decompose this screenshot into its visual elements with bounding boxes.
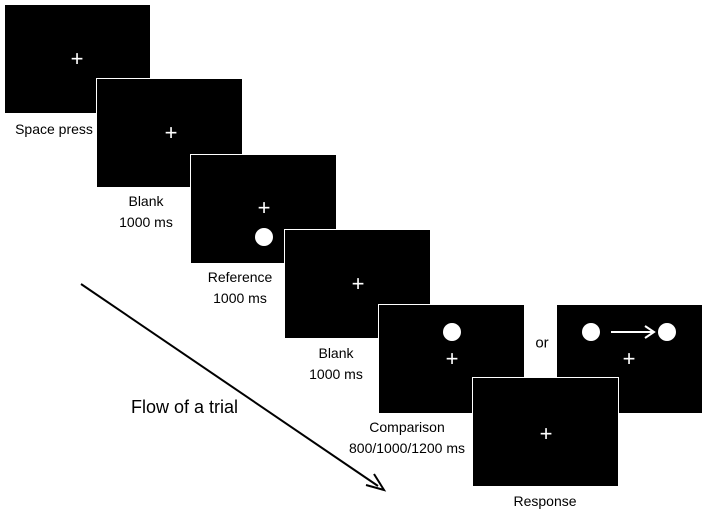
fixation-cross: + [257, 195, 271, 220]
or-label: or [535, 334, 549, 352]
caption-blank-1: Blank 1000 ms [119, 191, 173, 233]
caption-response: Response [513, 491, 576, 512]
caption-label: Space press [15, 121, 93, 137]
caption-label: Response [513, 493, 577, 509]
fixation-cross: + [70, 46, 84, 71]
fixation-cross: + [445, 346, 459, 371]
caption-duration: 800/1000/1200 ms [349, 440, 465, 456]
caption-reference: Reference 1000 ms [208, 267, 273, 309]
caption-label: Blank [128, 193, 164, 209]
caption-comparison: Comparison 800/1000/1200 ms [349, 417, 465, 459]
caption-blank-2: Blank 1000 ms [309, 343, 363, 385]
comparison-dot [443, 323, 461, 341]
caption-label: Reference [207, 269, 273, 285]
start-dot [582, 323, 600, 341]
frame-reference: + [191, 155, 336, 263]
reference-dot [255, 228, 273, 246]
fixation-cross: + [164, 120, 178, 145]
frame-comparison-alt: + [557, 305, 702, 413]
end-dot [658, 323, 676, 341]
motion-arrow-icon [611, 325, 656, 339]
flow-label: Flow of a trial [131, 397, 239, 417]
caption-label: Comparison [369, 419, 445, 435]
caption-duration: 1000 ms [309, 366, 363, 382]
caption-duration: 1000 ms [119, 214, 173, 230]
caption-space-press: Space press [15, 119, 93, 140]
frame-response: + [473, 378, 618, 486]
caption-duration: 1000 ms [213, 290, 267, 306]
fixation-cross: + [622, 346, 636, 371]
fixation-cross: + [351, 271, 365, 296]
fixation-cross: + [539, 421, 553, 446]
caption-label: Blank [318, 345, 354, 361]
